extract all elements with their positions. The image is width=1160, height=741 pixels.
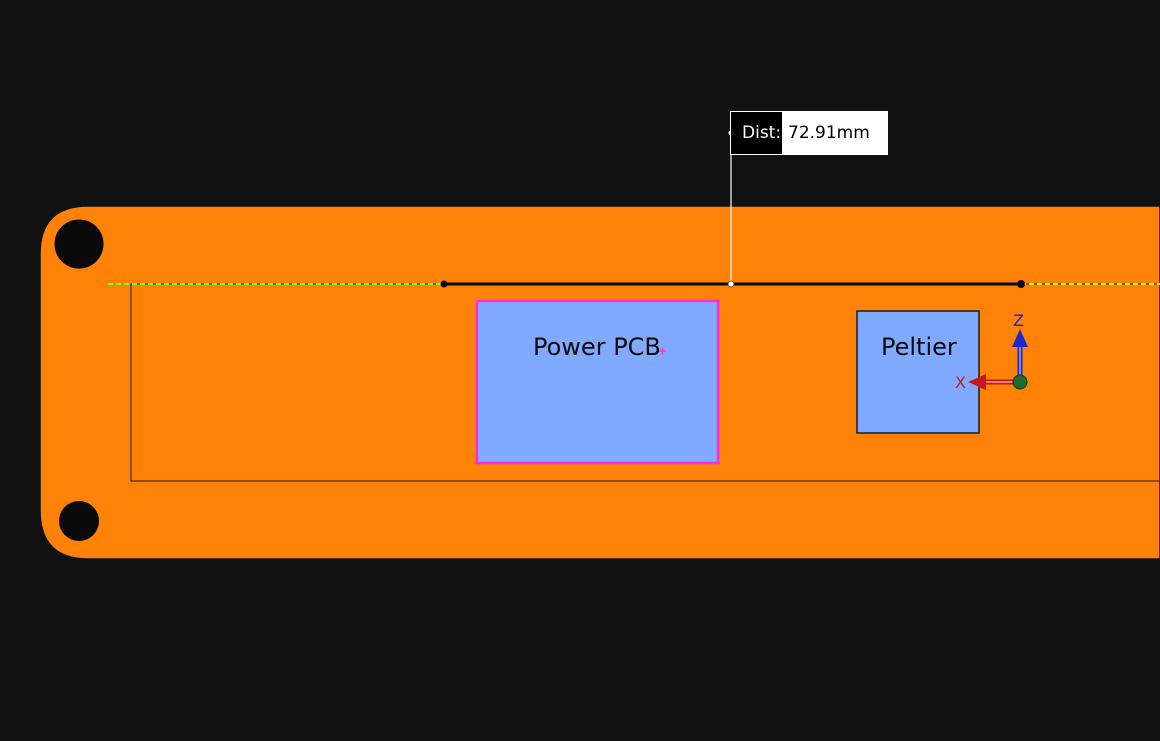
mounting-hole-bottom[interactable]: [59, 501, 99, 541]
x-axis-arrowhead-icon: [968, 374, 986, 390]
measurement-endpoint-right[interactable]: [1017, 280, 1025, 288]
measurement-endpoint-left[interactable]: [440, 280, 448, 288]
peltier-label: Peltier: [881, 333, 957, 361]
leader-anchor-point: [727, 280, 735, 288]
dimension-callout[interactable]: Dist: 72.91mm: [730, 111, 888, 155]
origin-point-icon[interactable]: [1012, 374, 1028, 390]
power-pcb-label: Power PCB: [533, 333, 661, 361]
z-axis-label: Z: [1013, 311, 1024, 330]
z-axis-arrowhead-icon: [1012, 329, 1028, 347]
power-pcb[interactable]: [475, 299, 720, 465]
dimension-value-field[interactable]: 72.91mm: [782, 112, 887, 154]
mounting-hole-top[interactable]: [53, 218, 105, 270]
coordinate-triad[interactable]: X Z: [955, 311, 1028, 392]
peltier[interactable]: [856, 310, 980, 434]
pcb-origin-marker-icon: [659, 347, 666, 355]
x-axis-label: X: [955, 373, 966, 392]
dimension-label: Dist:: [731, 112, 782, 154]
